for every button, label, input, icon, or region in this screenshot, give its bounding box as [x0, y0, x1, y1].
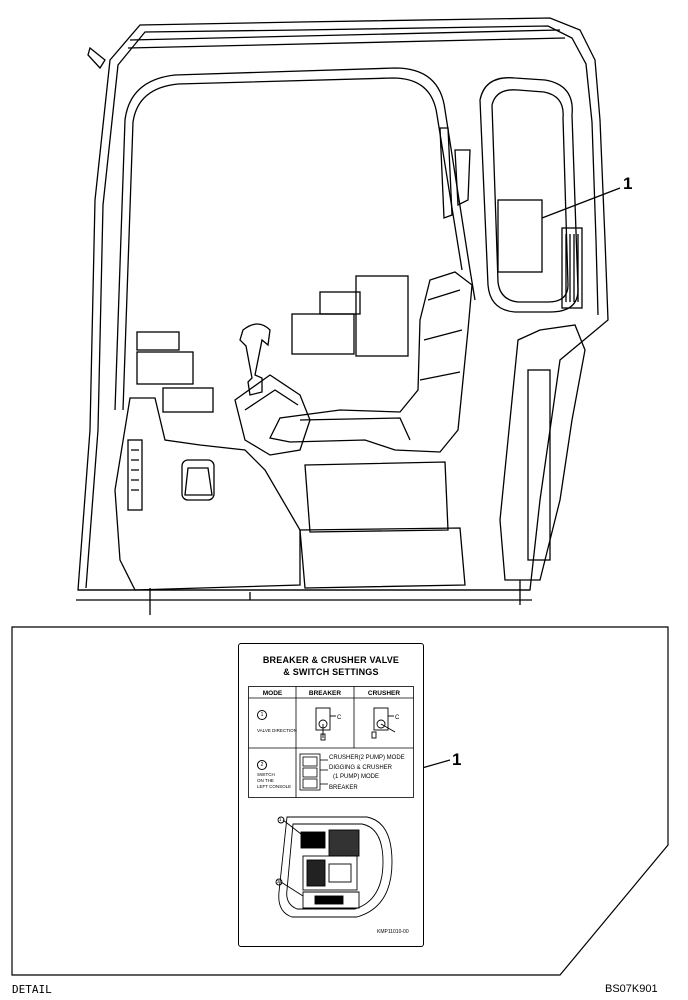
mode-1pump: (1 PUMP) MODE	[333, 774, 380, 780]
header-breaker: BREAKER	[308, 690, 342, 697]
row2-number: 2	[257, 760, 267, 770]
callout-number-lower: 1	[452, 750, 462, 769]
side-window-decal	[497, 199, 543, 273]
breaker-valve-mark: C	[337, 715, 342, 721]
mode-switch-icon	[299, 753, 328, 791]
leader-line-upper	[541, 187, 621, 219]
row2-text-2: ON THE	[257, 778, 274, 783]
decal-b	[136, 351, 194, 385]
valve-switch-settings-label: BREAKER & CRUSHER VALVE & SWITCH SETTING…	[238, 643, 424, 947]
row1-number: 1	[257, 710, 267, 720]
crusher-valve-mark: C	[395, 715, 400, 721]
header-mode: MODE	[262, 690, 283, 697]
row2-text-3: LEFT CONSOLE	[257, 784, 292, 789]
decal-a	[136, 331, 180, 351]
decal-e	[291, 313, 355, 355]
settings-table	[248, 686, 414, 798]
row1-valve-direction: VALVE DIRECTION	[257, 728, 297, 733]
front-window	[114, 67, 476, 411]
drawing-number: BS07K901	[605, 983, 658, 995]
label-title-line1: BREAKER & CRUSHER VALVE	[262, 655, 400, 665]
breaker-valve-icon	[315, 707, 336, 741]
left-joystick	[239, 323, 271, 396]
label-part-number: KMP11010-00	[377, 929, 409, 935]
floor-pedal-area	[114, 397, 301, 591]
decal-f	[355, 275, 409, 357]
seat-base-box	[304, 461, 449, 533]
leader-line-lower	[421, 759, 451, 769]
label-title-line2: & SWITCH SETTINGS	[283, 667, 379, 677]
mode-breaker: BREAKER	[329, 785, 358, 791]
mode-digging-crusher: DIGGING & CRUSHER	[329, 765, 393, 771]
operator-seat	[269, 271, 473, 453]
callout-number-upper: 1	[623, 174, 633, 193]
mini-num-2: 2	[277, 879, 280, 884]
detail-caption: DETAIL	[12, 983, 52, 996]
crusher-valve-icon	[371, 707, 396, 739]
floor-pedal	[181, 459, 215, 501]
mini-num-1: 1	[279, 817, 282, 822]
decal-d	[319, 291, 361, 315]
decal-c	[162, 387, 214, 413]
mode-crusher-2pump: CRUSHER(2 PUMP) MODE	[329, 755, 405, 761]
mini-cab-top-view	[275, 816, 393, 918]
row2-text-1: SWITCH	[257, 772, 275, 777]
cab-interior-drawing	[76, 17, 621, 615]
header-crusher: CRUSHER	[367, 690, 401, 697]
